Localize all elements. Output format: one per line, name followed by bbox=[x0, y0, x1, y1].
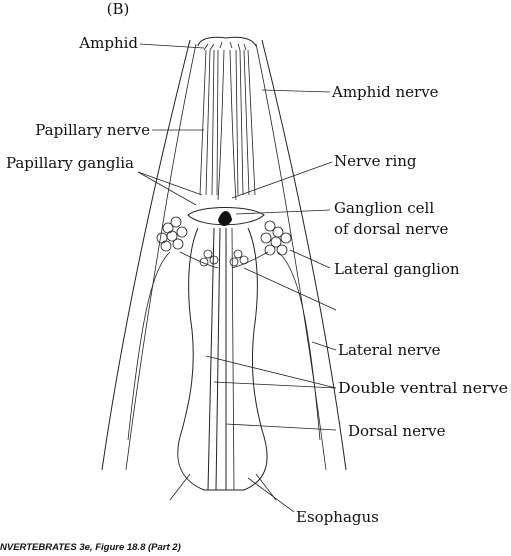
cephalic-nerve-bundles bbox=[199, 49, 256, 201]
longitudinal-nerves bbox=[207, 227, 235, 491]
head-tip bbox=[197, 36, 257, 51]
lateral-nerves bbox=[127, 251, 321, 441]
leader-lines bbox=[137, 43, 337, 513]
label-lateral-nerve: Lateral nerve bbox=[338, 341, 441, 359]
lateral-ganglia bbox=[199, 249, 249, 267]
label-ganglion-cell-2: of dorsal nerve bbox=[334, 220, 449, 238]
label-papillary-nerve: Papillary nerve bbox=[35, 121, 150, 139]
panel-label: (B) bbox=[107, 0, 130, 18]
ganglion-cell-dorsal bbox=[218, 211, 232, 226]
label-nerve-ring: Nerve ring bbox=[334, 152, 417, 170]
label-esophagus: Esophagus bbox=[296, 508, 379, 526]
label-papillary-ganglia: Papillary ganglia bbox=[6, 154, 134, 172]
papillary-ganglia bbox=[156, 216, 292, 256]
label-double-ventral-nerve: Double ventral nerve bbox=[338, 379, 508, 397]
figure-caption: NVERTEBRATES 3e, Figure 18.8 (Part 2) bbox=[0, 542, 181, 553]
nerve-ring bbox=[187, 207, 265, 226]
label-dorsal-nerve: Dorsal nerve bbox=[348, 422, 446, 440]
label-amphid: Amphid bbox=[78, 34, 138, 52]
esophagus bbox=[169, 227, 277, 501]
label-amphid-nerve: Amphid nerve bbox=[331, 83, 439, 101]
body-wall bbox=[101, 39, 347, 471]
label-lateral-ganglion: Lateral ganglion bbox=[334, 260, 460, 278]
label-ganglion-cell-1: Ganglion cell bbox=[334, 199, 434, 217]
